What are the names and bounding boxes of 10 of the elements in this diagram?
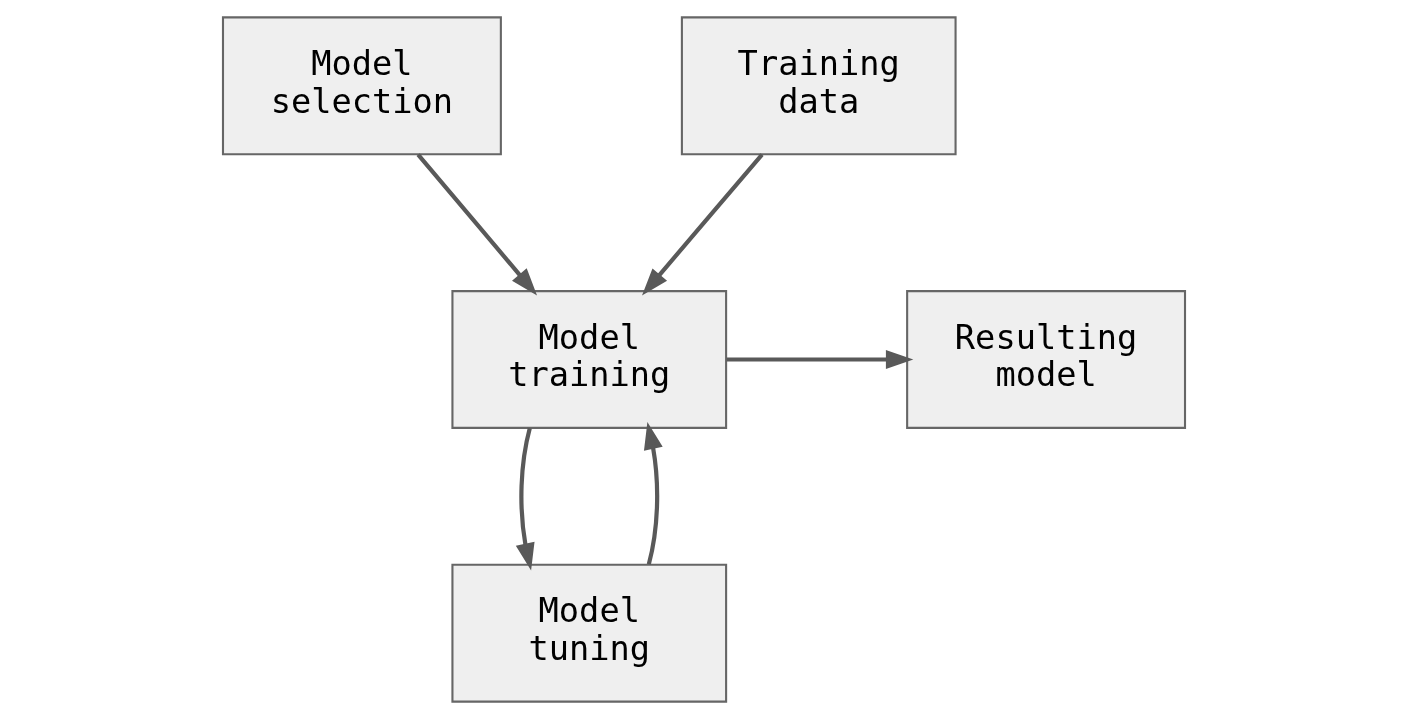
- arrow: [515, 427, 535, 570]
- node-box: Model selection: [221, 15, 502, 155]
- node-box: Training data: [680, 15, 957, 155]
- arrow: [416, 152, 538, 295]
- arrow: [643, 421, 663, 565]
- node-box: Resulting model: [906, 289, 1187, 429]
- arrow: [726, 349, 914, 369]
- node-box: Model training: [451, 289, 728, 429]
- node-box: Model tuning: [451, 563, 728, 703]
- arrow: [642, 152, 764, 295]
